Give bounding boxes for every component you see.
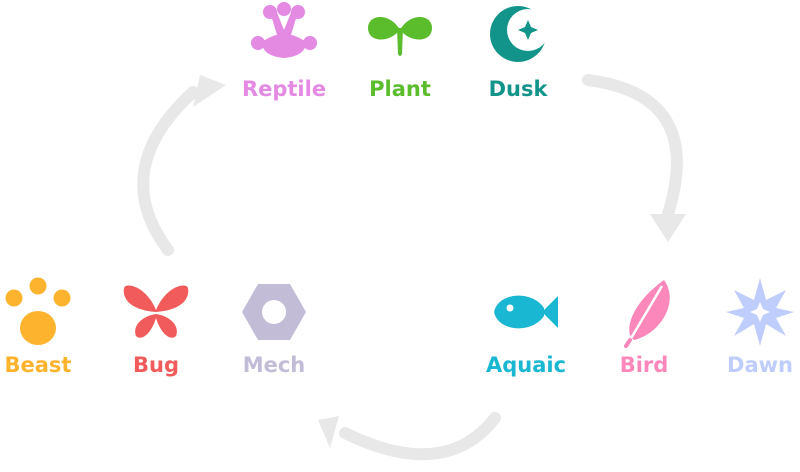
class-mech: Mech xyxy=(214,276,334,378)
class-label: Reptile xyxy=(241,77,327,101)
class-dusk: Dusk xyxy=(458,0,578,102)
class-label: Mech xyxy=(242,353,306,377)
class-label: Plant xyxy=(369,77,431,101)
arrow-left-to-top-head xyxy=(193,75,226,107)
crescent-moon-star-icon xyxy=(490,6,549,62)
class-label: Beast xyxy=(4,353,72,377)
reptile-claw-icon xyxy=(251,2,317,58)
compass-star-icon xyxy=(726,278,794,346)
class-label: Bug xyxy=(133,353,179,377)
class-bug: Bug xyxy=(96,276,216,378)
class-beast: Beast xyxy=(0,276,98,378)
class-dawn: Dawn xyxy=(700,276,800,378)
class-label: Aquaic xyxy=(485,353,567,377)
class-bird: Bird xyxy=(584,276,704,378)
class-plant: Plant xyxy=(340,0,460,102)
class-label: Bird xyxy=(619,353,669,377)
arrow-top-to-right-head xyxy=(650,214,686,242)
butterfly-icon xyxy=(123,285,189,338)
plant-leaf-icon xyxy=(368,17,432,56)
fish-icon xyxy=(494,295,558,329)
class-reptile: Reptile xyxy=(224,0,344,102)
paw-icon xyxy=(5,277,71,345)
arrow-top-to-right xyxy=(582,74,683,220)
feather-icon xyxy=(624,280,670,348)
class-label: Dusk xyxy=(488,77,548,101)
arrow-left-to-top xyxy=(137,86,199,256)
hex-nut-icon xyxy=(242,284,306,340)
arrow-right-to-bottom xyxy=(339,412,501,461)
class-label: Dawn xyxy=(727,353,793,377)
class-aquatic: Aquaic xyxy=(466,276,586,378)
arrow-right-to-bottom-head xyxy=(318,416,339,448)
